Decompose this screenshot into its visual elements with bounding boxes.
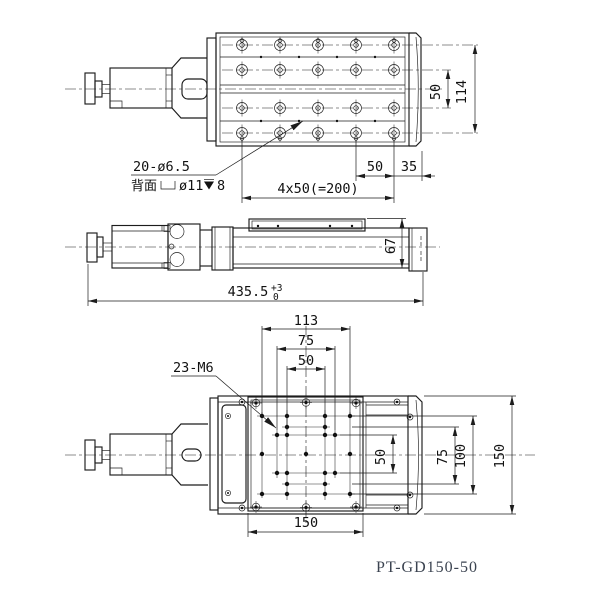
depth-symbol-icon [204, 179, 214, 190]
dim-text-150-bottom: 150 [294, 515, 318, 531]
dim-113: 113 [261, 313, 351, 414]
dim-150-bottom: 150 [247, 513, 364, 537]
hole-callout-bottom: 23-M6 [171, 360, 277, 429]
coupling-housing [171, 57, 208, 119]
coupling-block [163, 223, 212, 271]
dim-50-right: 50 [340, 434, 397, 474]
end-cap [409, 32, 422, 147]
dim-100-right: 100 [352, 415, 477, 495]
dim-text-150-right: 150 [492, 444, 508, 468]
dim-text-row-50: 50 [428, 84, 444, 100]
dim-row-50: 50 [428, 70, 451, 108]
dim-text-35: 35 [401, 159, 417, 175]
top-view: 50 114 50 35 4x50(=200) 20-ø6.5 背面 [65, 32, 478, 203]
plate-screw [224, 489, 232, 497]
dim-text-75-top: 75 [298, 333, 314, 349]
motor-body [109, 433, 173, 476]
dim-tol-lower: 0 [273, 292, 279, 303]
coupling-housing [171, 423, 208, 486]
dim-chain-50-35: 50 35 [241, 140, 435, 203]
dim-text-113: 113 [294, 313, 318, 329]
dim-pitch-4x50: 4x50(=200) [242, 181, 394, 201]
motor-knob [86, 232, 113, 263]
counterbore-symbol-icon [160, 181, 176, 190]
dim-text-pitch: 4x50(=200) [277, 181, 358, 197]
back-side-label: 背面 [131, 179, 157, 194]
dim-150-right: 150 [424, 395, 516, 515]
bottom-view: 113 75 50 50 75 [65, 313, 535, 537]
cbore-dia-label: ø11 [179, 178, 203, 194]
depth-value-label: 8 [217, 178, 225, 194]
plate-screw [224, 412, 232, 420]
m6-count-label: 23-M6 [173, 360, 214, 376]
dim-text-col-50: 50 [367, 159, 383, 175]
dim-text-50-right: 50 [373, 449, 389, 465]
hole-count-label: 20-ø6.5 [133, 159, 190, 175]
dim-text-114: 114 [454, 80, 470, 104]
stage-end-cap-right [408, 227, 428, 272]
dim-tol-upper: +3 [271, 283, 282, 294]
table-screw [299, 501, 313, 514]
table-plate-side [248, 218, 366, 232]
dim-text-length: 435.5 [228, 284, 269, 300]
dim-height-67: 67 [367, 218, 406, 268]
dim-75-right: 75 [352, 426, 459, 485]
dim-text-50-top: 50 [298, 353, 314, 369]
dim-length-435: 435.5 +3 0 [87, 264, 424, 306]
dim-text-67: 67 [383, 238, 399, 254]
motor-body [109, 67, 173, 109]
hole-callout-top: 20-ø6.5 背面 ø11 8 [131, 120, 304, 194]
stage-flange [206, 37, 217, 142]
dim-text-75-right: 75 [435, 449, 451, 465]
stage-flange [209, 397, 219, 511]
motor-knob [84, 72, 111, 105]
row-center-lines [222, 44, 478, 134]
dim-50-top: 50 [286, 353, 326, 430]
stage-end-cap-left [211, 226, 234, 271]
drawing-title: PT-GD150-50 [376, 559, 478, 576]
side-view: 67 435.5 +3 0 [65, 218, 440, 306]
end-cap [408, 395, 423, 515]
table-screw [299, 396, 313, 409]
mounting-plate [215, 32, 478, 147]
dim-text-100-right: 100 [453, 444, 469, 468]
dim-75-top: 75 [276, 333, 336, 430]
motor-knob [84, 439, 111, 471]
base-plate [217, 395, 423, 515]
side-plate [221, 404, 247, 504]
dim-height-114: 114 [454, 45, 478, 133]
